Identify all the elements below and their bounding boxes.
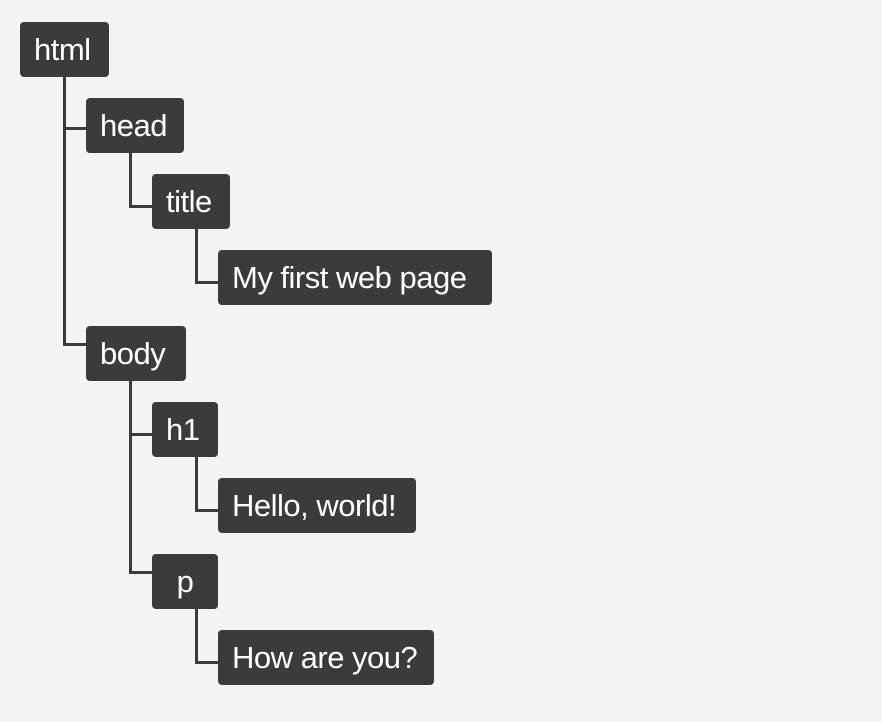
connector-html-head <box>63 127 88 130</box>
connector-title-text <box>195 281 220 284</box>
node-p-text: How are you? <box>218 630 434 685</box>
node-html: html <box>20 22 109 77</box>
node-h1-text: Hello, world! <box>218 478 416 533</box>
node-body: body <box>86 326 186 381</box>
connector-head-title <box>129 205 154 208</box>
node-h1: h1 <box>152 402 218 457</box>
connector-body-h1 <box>129 433 154 436</box>
connector-h1-text <box>195 509 220 512</box>
node-head: head <box>86 98 184 153</box>
connector-body-p <box>129 571 154 574</box>
node-title: title <box>152 174 230 229</box>
connector-body-trunk <box>129 380 132 574</box>
connector-html-body <box>63 343 88 346</box>
connector-p-text <box>195 661 220 664</box>
connector-html-trunk <box>63 76 66 346</box>
node-title-text: My first web page <box>218 250 492 305</box>
connector-p-trunk <box>195 608 198 664</box>
connector-h1-trunk <box>195 456 198 512</box>
connector-title-trunk <box>195 228 198 284</box>
connector-head-trunk <box>129 152 132 208</box>
node-p: p <box>152 554 218 609</box>
